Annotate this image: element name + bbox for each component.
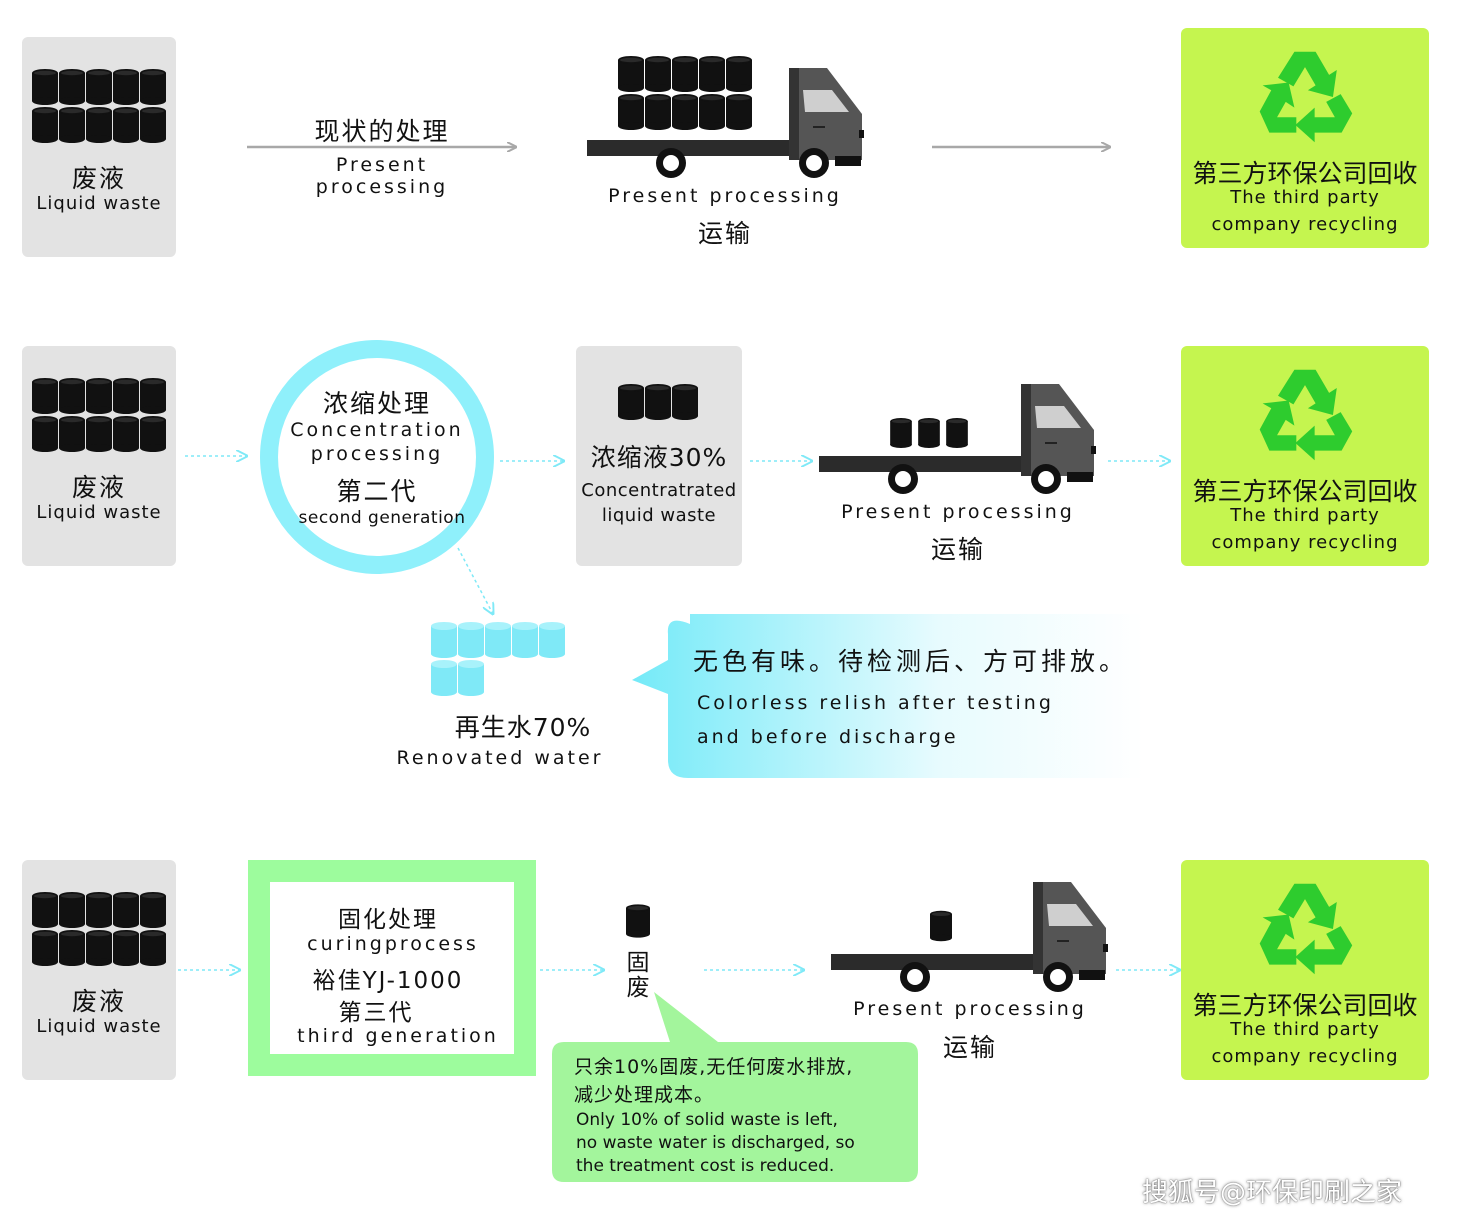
- note-text-en: the treatment cost is reduced.: [576, 1156, 835, 1176]
- recycle-icon: [1259, 883, 1353, 975]
- process-label-zh: 浓缩处理: [322, 389, 431, 418]
- source-label-zh: 废液: [71, 473, 126, 502]
- process-label-en: processing: [315, 176, 449, 198]
- note-text-en: Only 10% of solid waste is left,: [576, 1110, 838, 1130]
- truck-icon: [831, 882, 1108, 992]
- truck-label-zh: 运输: [930, 535, 985, 564]
- concentrate-label-en: liquid waste: [601, 505, 717, 526]
- truck-label-en: Present processing: [853, 998, 1087, 1020]
- source-label-en: Liquid waste: [36, 502, 162, 523]
- recycler-label-en: The third party: [1230, 505, 1380, 526]
- process-label-en: processing: [310, 443, 444, 465]
- truck-label-en: Present processing: [608, 185, 842, 207]
- curing-frame: 固化处理 curingprocess 裕佳YJ-1000 第三代 third g…: [248, 860, 536, 1076]
- bubble-text-en: Colorless relish after testing: [697, 692, 1054, 714]
- source-label-zh: 废液: [71, 164, 126, 193]
- source-label-zh: 废液: [71, 987, 126, 1016]
- generation-label-zh: 第二代: [336, 477, 418, 506]
- solid-label-zh: 固: [626, 950, 650, 976]
- concentrate-box: 浓缩液30% Concentratrated liquid waste: [576, 346, 742, 566]
- liquid-waste-box: 废液 Liquid waste: [22, 860, 176, 1080]
- recycler-label-en: The third party: [1230, 187, 1380, 208]
- recycler-box: 第三方环保公司回收 The third party company recycl…: [1181, 346, 1429, 566]
- recycler-label-zh: 第三方环保公司回收: [1192, 991, 1418, 1020]
- concentrate-label-zh: 浓缩液30%: [590, 443, 728, 472]
- generation-label-en: third generation: [297, 1025, 499, 1047]
- recycler-label-en: company recycling: [1211, 214, 1399, 235]
- process-label-en: Concentration: [290, 419, 464, 441]
- source-label-en: Liquid waste: [36, 193, 162, 214]
- note-text-en: no waste water is discharged, so: [576, 1133, 855, 1153]
- liquid-waste-box: 废液 Liquid waste: [22, 346, 176, 566]
- process-label-zh: 固化处理: [338, 907, 438, 933]
- recycler-label-en: company recycling: [1211, 532, 1399, 553]
- note-bubble: [552, 992, 918, 1182]
- renovated-label-en: Renovated water: [396, 747, 604, 769]
- note-text-zh: 减少处理成本。: [574, 1084, 715, 1106]
- bubble-text-en: and before discharge: [697, 726, 959, 748]
- recycler-label-zh: 第三方环保公司回收: [1192, 159, 1418, 188]
- generation-label-en: second generation: [298, 508, 466, 528]
- process-label-en: Present: [335, 154, 429, 176]
- process-label-zh: 现状的处理: [314, 117, 450, 146]
- watermark: 搜狐号@环保印刷之家: [1142, 1178, 1403, 1208]
- recycler-label-en: The third party: [1230, 1019, 1380, 1040]
- liquid-waste-box: 废液 Liquid waste: [22, 37, 176, 257]
- solid-label-zh: 废: [626, 975, 650, 1001]
- speech-bubble: [632, 614, 1143, 778]
- renovated-label-zh: 再生水70%: [454, 713, 592, 742]
- recycler-box: 第三方环保公司回收 The third party company recycl…: [1181, 28, 1429, 248]
- solid-waste-barrel-icon: [626, 904, 650, 938]
- truck-label-zh: 运输: [942, 1033, 997, 1062]
- concentrate-label-en: Concentratrated: [581, 480, 737, 501]
- process-label-en: curingprocess: [307, 933, 479, 955]
- recycler-label-en: company recycling: [1211, 1046, 1399, 1067]
- recycler-label-zh: 第三方环保公司回收: [1192, 477, 1418, 506]
- truck-label-en: Present processing: [841, 501, 1075, 523]
- model-label: 裕佳YJ-1000: [312, 968, 464, 994]
- note-text-zh: 只余10%固废,无任何废水排放,: [574, 1056, 854, 1078]
- concentration-ring: [260, 340, 494, 574]
- generation-label-zh: 第三代: [338, 1000, 414, 1026]
- recycler-box: 第三方环保公司回收 The third party company recycl…: [1181, 860, 1429, 1080]
- source-label-en: Liquid waste: [36, 1016, 162, 1037]
- truck-label-zh: 运输: [697, 219, 752, 248]
- bubble-text-zh: 无色有味。待检测后、方可排放。: [693, 647, 1129, 676]
